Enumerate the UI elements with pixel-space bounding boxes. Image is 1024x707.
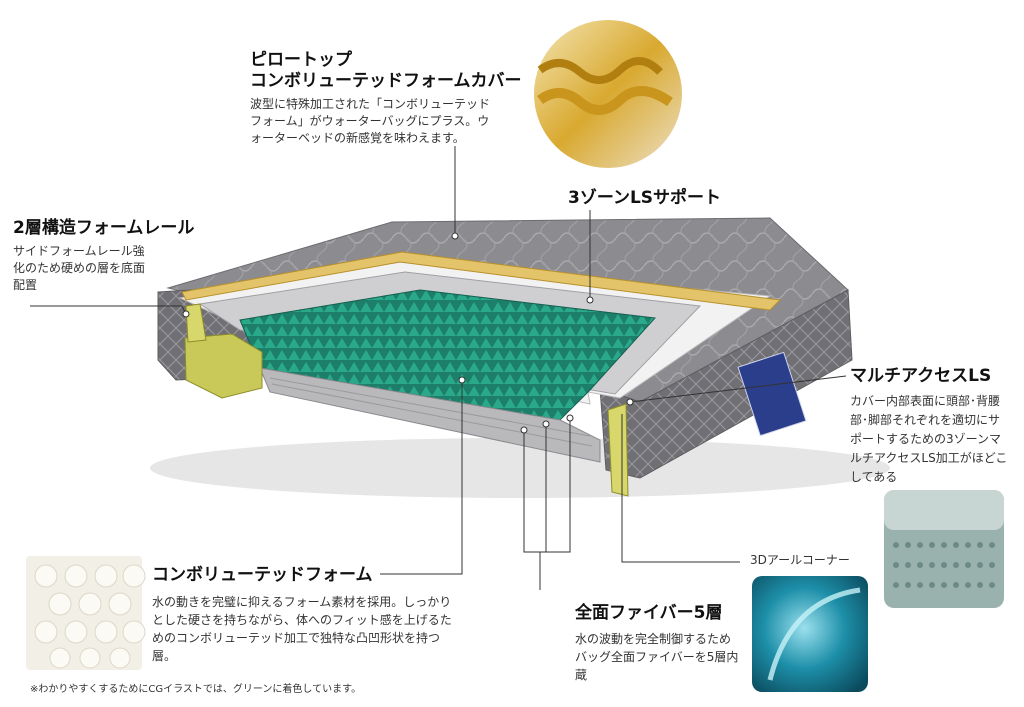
left-foam-rail xyxy=(184,333,263,399)
fiber-title: 全面ファイバー5層 xyxy=(575,603,723,623)
fiber-desc: 水の波動を完全制御するためバッグ全面ファイバーを5層内蔵 xyxy=(575,632,739,682)
leader-multi-access xyxy=(629,375,847,403)
pillow-top-foam-photo xyxy=(534,20,682,168)
corner-3d-photo xyxy=(752,576,868,692)
brand-tag xyxy=(737,351,807,437)
multi-access-photo xyxy=(884,490,1004,608)
convoluted-foam-title: コンボリューテッドフォーム xyxy=(152,565,373,585)
pillow-top-desc: 波型に特殊加工された「コンボリューテッドフォーム」がウォーターバッグにプラス。ウ… xyxy=(250,97,491,145)
foam-rail-title: 2層構造フォームレール xyxy=(13,218,195,238)
right-foam-rail xyxy=(607,403,629,497)
pillow-top-foam-layer xyxy=(181,251,782,311)
leader-convoluted xyxy=(380,380,463,575)
foam-rail-desc: サイドフォームレール強化のため硬めの層を底面配置 xyxy=(13,244,146,292)
corner-3d-title: 3Dアールコーナー xyxy=(750,553,850,567)
leader-fiber xyxy=(523,418,571,590)
pillow-top-title-1: ピロートップ xyxy=(250,50,352,70)
convoluted-foam-photo xyxy=(26,556,146,670)
multi-access-title: マルチアクセスLS xyxy=(850,366,992,386)
mattress-side-panel xyxy=(599,289,853,479)
leader-corner xyxy=(621,414,740,563)
footnote: ※わかりやすくするためにCGイラストでは、グリーンに着色しています。 xyxy=(30,684,362,695)
multi-access-desc: カバー内部表面に頭部･背腰部･脚部それぞれを適切にサポートするための3ゾーンマル… xyxy=(850,394,1008,484)
three-zone-title: 3ゾーンLSサポート xyxy=(568,188,722,208)
convoluted-foam-desc: 水の動きを完璧に抑えるフォーム素材を採用。しっかりとした硬さを持ちながら、体への… xyxy=(152,595,452,663)
pillow-top-title-2: コンボリューテッドフォームカバー xyxy=(250,71,522,91)
